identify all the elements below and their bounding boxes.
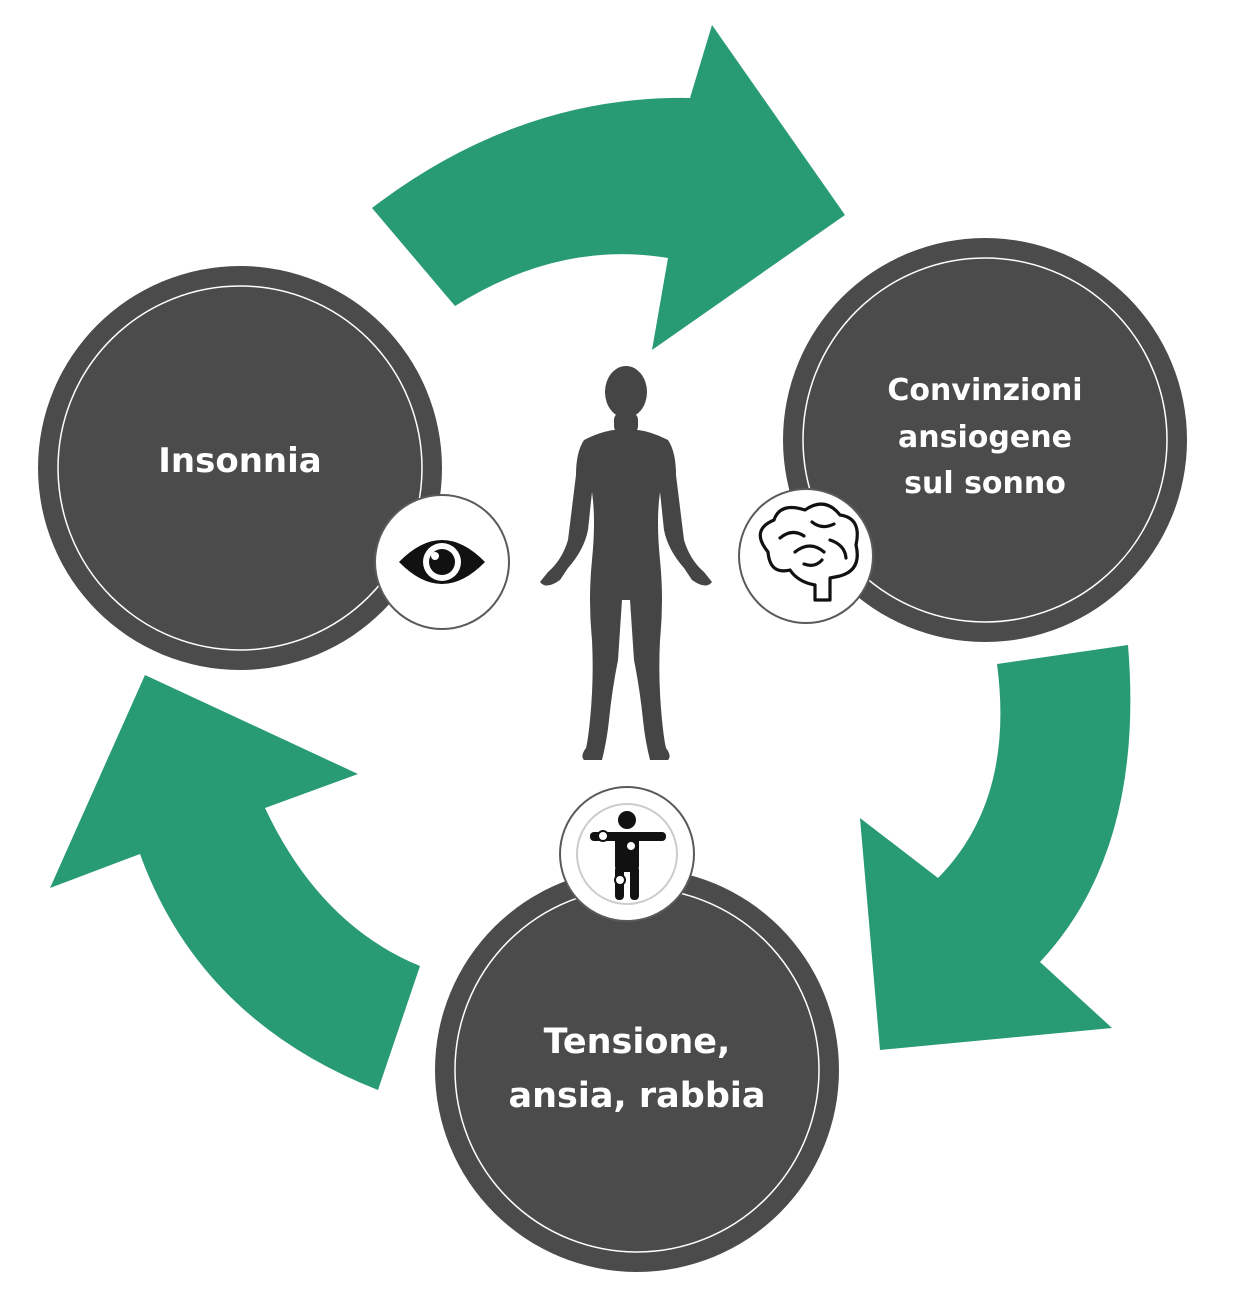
- arrow-convinzioni-to-tensione: [860, 645, 1131, 1050]
- brain-icon-badge: [738, 488, 874, 624]
- node-label-line: Tensione,: [543, 1021, 731, 1062]
- human-figure-icon: [540, 366, 712, 760]
- arrow-tensione-to-insonnia: [50, 675, 420, 1090]
- brain-icon: [758, 502, 859, 602]
- eye-icon-badge: [374, 494, 510, 630]
- node-label-line: Convinzioni: [887, 373, 1083, 409]
- node-label-convinzioni: Convinzioni ansiogene sul sonno: [860, 368, 1110, 508]
- node-label-line: sul sonno: [904, 466, 1066, 502]
- node-convinzioni: [783, 238, 1187, 642]
- node-label-insonnia: Insonnia: [120, 420, 360, 504]
- node-label-line: Insonnia: [158, 441, 322, 482]
- node-label-line: ansiogene: [898, 419, 1072, 455]
- body-joints-icon-badge: [559, 786, 695, 922]
- node-label-tensione: Tensione, ansia, rabbia: [500, 1014, 774, 1124]
- eye-icon: [399, 540, 485, 584]
- node-insonnia: [38, 266, 442, 670]
- node-label-line: ansia, rabbia: [508, 1076, 766, 1116]
- arrow-insonnia-to-convinzioni: [372, 25, 845, 350]
- body-joints-icon: [590, 811, 666, 900]
